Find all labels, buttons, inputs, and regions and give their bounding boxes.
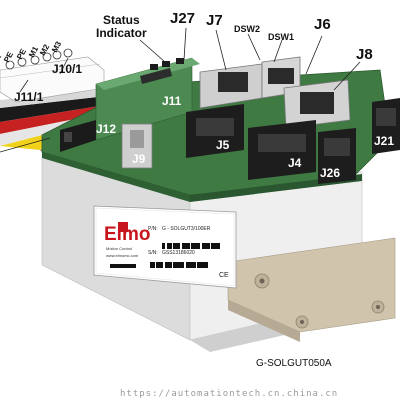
j11-1-label: J11/1 bbox=[14, 90, 44, 104]
j27-label: J27 bbox=[170, 10, 196, 27]
j10-1-label: J10/1 bbox=[52, 62, 83, 76]
j9-label: J9 bbox=[132, 152, 146, 166]
sn-value: GSS13186020 bbox=[162, 250, 195, 256]
j21-label: J21 bbox=[374, 134, 395, 148]
j7-label: J7 bbox=[206, 12, 223, 29]
logo-mark bbox=[118, 222, 128, 232]
watermark: https://automationtech.cn.china.cn bbox=[120, 389, 339, 399]
j7-jack bbox=[199, 63, 263, 109]
status-indicator-label: Status Indicator bbox=[96, 13, 147, 40]
j6-label: J6 bbox=[314, 16, 331, 33]
model-caption: G-SOLGUT050A bbox=[256, 358, 332, 369]
j11-label: J11 bbox=[162, 94, 182, 108]
j26-header bbox=[318, 128, 356, 184]
mounting-flange bbox=[227, 237, 396, 342]
barcode-3 bbox=[110, 264, 136, 268]
j26-label: J26 bbox=[320, 166, 341, 180]
j9-connector bbox=[121, 123, 153, 169]
j12-connector bbox=[60, 120, 96, 152]
plate-tagline: Motion Control bbox=[106, 246, 133, 251]
plate-url: www.elmomc.com bbox=[106, 253, 139, 258]
j8-label: J8 bbox=[356, 46, 373, 63]
j21-header bbox=[372, 98, 400, 154]
j5-label: J5 bbox=[216, 138, 230, 152]
j5-header bbox=[186, 104, 244, 158]
j11-terminal-block bbox=[95, 57, 200, 141]
sn-label: S/N: bbox=[148, 250, 158, 256]
j12-label: J12 bbox=[96, 122, 117, 136]
j4-header bbox=[248, 120, 316, 180]
dsw1-label: DSW1 bbox=[268, 32, 295, 42]
barcode-1 bbox=[162, 243, 220, 249]
pin-markers bbox=[5, 48, 73, 70]
callout-lines bbox=[0, 27, 361, 153]
elmo-logo: Elmo bbox=[104, 224, 151, 245]
dsw2-label: DSW2 bbox=[234, 24, 261, 34]
pn-label: P/N: bbox=[148, 226, 158, 232]
pn-value: G - SOLGUT3/100ER bbox=[162, 226, 211, 232]
j8-jack bbox=[283, 79, 351, 129]
j4-label: J4 bbox=[288, 156, 302, 170]
barcode-2 bbox=[150, 262, 208, 268]
ce-mark: CE bbox=[219, 272, 229, 279]
